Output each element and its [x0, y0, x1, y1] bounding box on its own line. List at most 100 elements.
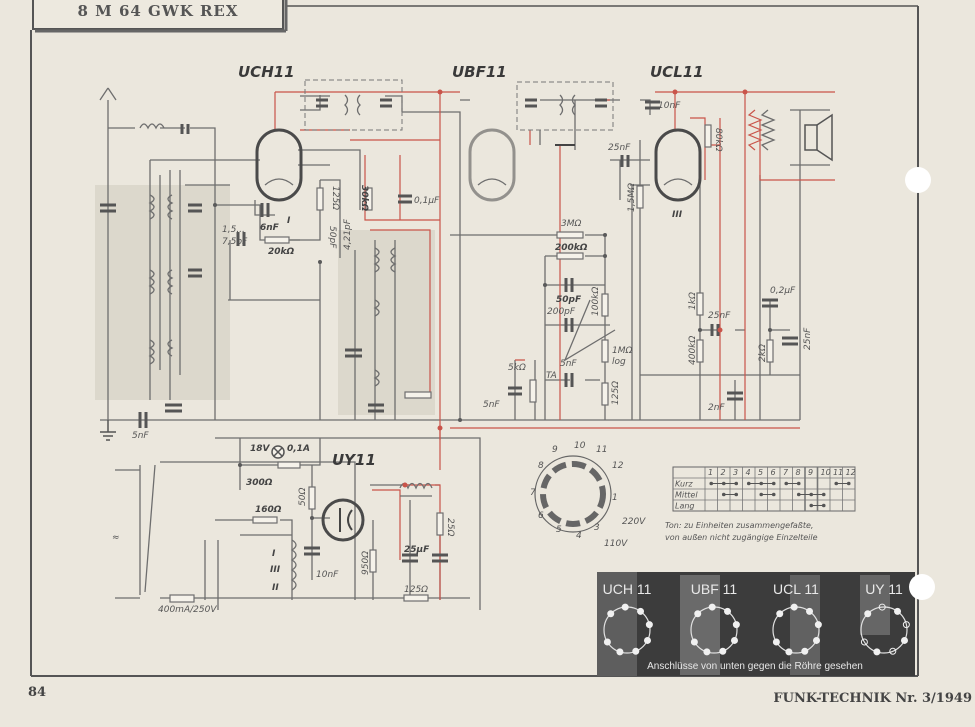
socket-pin	[873, 648, 881, 656]
switch-contact-dot	[784, 481, 789, 486]
tube-socket-panel: UCH 11 UBF 11 UCL 11 UY 11 Anschlüsse vo…	[597, 572, 915, 676]
capacitors	[236, 100, 798, 563]
label: 8	[538, 461, 544, 471]
label: 25Ω	[445, 518, 455, 536]
label: 10nF	[316, 570, 339, 580]
socket-pin	[894, 607, 902, 615]
heater-coils	[290, 539, 297, 591]
tube-uch11	[255, 128, 303, 202]
tube-uy11	[321, 498, 365, 542]
label: I	[287, 216, 291, 226]
label: 125Ω	[611, 381, 621, 405]
table-caption-line2: von außen nicht zugängige Einzelteile	[665, 533, 818, 542]
label: 10nF	[658, 101, 681, 111]
label: 200pF	[547, 307, 576, 317]
socket-label-uch11: UCH 11	[603, 581, 652, 597]
if-transformer-2	[516, 81, 614, 146]
table-column-header: 10	[821, 468, 831, 477]
socket-pin	[643, 636, 651, 644]
page-title: 8 M 64 GWK REX	[77, 2, 238, 20]
socket-pin	[621, 603, 629, 611]
wires	[99, 87, 830, 610]
switch-contact-dot	[809, 492, 814, 497]
socket-pin	[772, 638, 780, 646]
switch-contact-dot	[809, 503, 814, 508]
label: 1,5MΩ	[627, 183, 637, 212]
page-number: 84	[28, 685, 46, 700]
switch-contact-dot	[759, 492, 764, 497]
label: 2kΩ	[758, 344, 768, 362]
switch-contact-dot	[721, 492, 726, 497]
label: 3	[594, 523, 600, 533]
socket-pin	[878, 603, 886, 611]
shaded-units	[95, 185, 435, 415]
label: 300Ω	[246, 478, 273, 488]
label: 125Ω	[330, 186, 340, 210]
tube-label-ubf11: UBF11	[452, 63, 507, 81]
table-column-header: 6	[771, 468, 776, 477]
tube-ubf11	[468, 128, 516, 202]
label: 12	[612, 461, 624, 471]
page-frame	[30, 0, 919, 677]
socket-label-ucl11: UCL 11	[773, 581, 819, 597]
socket-pin	[730, 636, 738, 644]
pilot-lamp-icon	[271, 445, 285, 459]
socket-pin	[616, 648, 624, 656]
switch-contact-dot	[771, 492, 776, 497]
resistors	[169, 124, 774, 603]
table-column-header: 2	[721, 468, 726, 477]
label: 0,2µF	[770, 286, 796, 296]
socket-pin	[864, 610, 872, 618]
socket-outline	[860, 606, 908, 654]
label: 5nF	[132, 431, 149, 441]
label: 1,5...	[222, 225, 245, 235]
label: 5nF	[560, 359, 577, 369]
socket-pin	[776, 610, 784, 618]
socket-pin	[860, 638, 868, 646]
switch-contact-dot	[846, 481, 851, 486]
label: 50pF	[327, 226, 337, 249]
socket-pin	[806, 607, 814, 615]
label: 110V	[604, 539, 628, 549]
switch-contact-dot	[759, 481, 764, 486]
label: 125Ω	[404, 585, 428, 595]
label: 6	[538, 511, 544, 521]
switch-contact-dot	[771, 481, 776, 486]
label: 6nF	[260, 223, 280, 233]
label: III	[672, 210, 683, 220]
socket-pin	[632, 647, 640, 655]
table-column-header: 4	[746, 468, 751, 477]
table-column-header: 3	[733, 468, 738, 477]
tube-label-uch11: UCH11	[238, 63, 295, 81]
label: 11	[596, 445, 607, 455]
label: 200kΩ	[555, 243, 588, 253]
switch-contact-dot	[746, 481, 751, 486]
label: 30kΩ	[359, 185, 369, 212]
label: 7,5pF	[222, 237, 248, 247]
label: 5	[556, 525, 562, 535]
switch-contact-dot	[734, 481, 739, 486]
switch-contact-dot	[834, 481, 839, 486]
socket-pin	[607, 610, 615, 618]
ground-symbol	[100, 420, 116, 441]
socket-pin	[703, 648, 711, 656]
label: 25nF	[608, 143, 631, 153]
table-column-header: 8	[796, 468, 801, 477]
socket-pin	[719, 647, 727, 655]
table-column-header: 11	[833, 468, 843, 477]
socket-pin	[724, 607, 732, 615]
label: 10	[574, 441, 586, 451]
output-transformer	[747, 109, 776, 151]
switch-contact-dot	[796, 481, 801, 486]
if-transformer-1	[304, 79, 403, 131]
socket-pin	[801, 647, 809, 655]
switch-contact-dot	[821, 492, 826, 497]
label: 100kΩ	[591, 287, 601, 316]
label: 18V	[250, 444, 271, 454]
junctions	[213, 89, 772, 520]
label: 950Ω	[361, 551, 371, 575]
table-column-header: 5	[758, 468, 763, 477]
label: I	[272, 549, 276, 559]
